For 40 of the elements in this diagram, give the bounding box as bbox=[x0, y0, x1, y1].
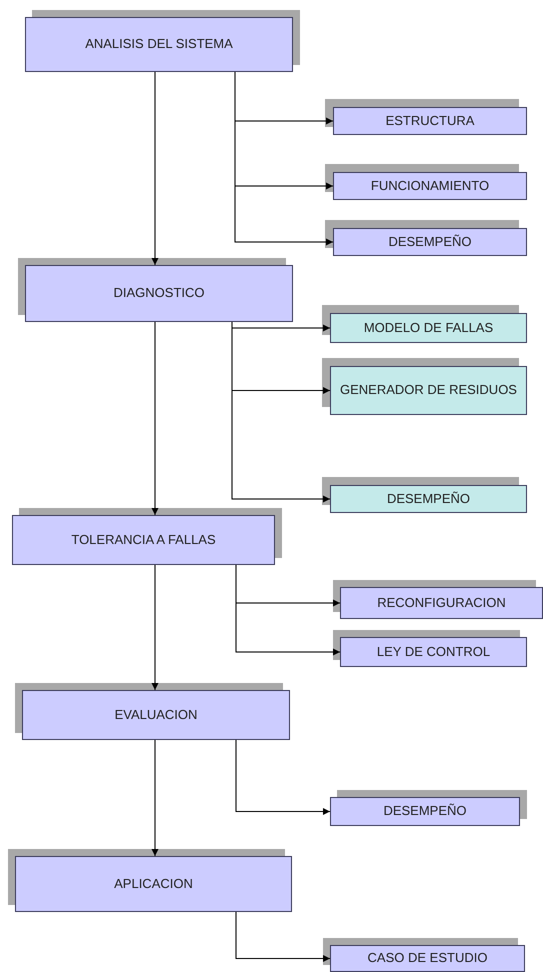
box-label: DESEMPEÑO bbox=[383, 803, 467, 820]
process-box bbox=[22, 690, 290, 740]
arrow bbox=[152, 564, 158, 690]
process-box bbox=[330, 313, 527, 343]
box-label: EVALUACION bbox=[114, 706, 198, 724]
box-label: DESEMPEÑO bbox=[388, 234, 472, 250]
process-box bbox=[15, 856, 292, 912]
process-box bbox=[340, 637, 527, 667]
process-box bbox=[333, 172, 527, 200]
box-label: ANALISIS DEL SISTEMA bbox=[85, 36, 233, 53]
process-box bbox=[330, 366, 527, 415]
box-label: ESTRUCTURA bbox=[386, 112, 474, 130]
box-label: FUNCIONAMIENTO bbox=[370, 178, 490, 194]
process-box bbox=[12, 515, 275, 565]
box-label: LEY DE CONTROL bbox=[376, 644, 490, 660]
process-box bbox=[333, 107, 527, 135]
box-label: GENERADOR DE RESIDUOS bbox=[340, 382, 517, 399]
box-label: APLICACION bbox=[114, 876, 193, 892]
arrow bbox=[152, 740, 158, 856]
arrow bbox=[236, 912, 330, 962]
box-label: CASO DE ESTUDIO bbox=[368, 950, 488, 967]
process-box bbox=[330, 797, 520, 826]
box-label: DIAGNOSTICO bbox=[113, 285, 204, 302]
arrow bbox=[232, 322, 330, 502]
box-label: TOLERANCIA A FALLAS bbox=[71, 532, 216, 548]
process-box bbox=[340, 587, 543, 619]
arrow bbox=[236, 740, 330, 815]
process-box bbox=[25, 265, 293, 322]
arrow bbox=[234, 72, 334, 246]
process-box bbox=[330, 945, 525, 972]
box-label: MODELO DE FALLAS bbox=[364, 320, 494, 336]
arrow bbox=[152, 72, 158, 266]
process-box bbox=[330, 485, 527, 513]
arrow bbox=[236, 564, 340, 656]
box-label: RECONFIGURACION bbox=[377, 594, 506, 612]
box-label: DESEMPEÑO bbox=[386, 490, 470, 508]
arrow bbox=[152, 322, 158, 516]
arrow bbox=[232, 322, 330, 332]
process-box bbox=[333, 228, 527, 256]
process-box bbox=[25, 17, 293, 72]
